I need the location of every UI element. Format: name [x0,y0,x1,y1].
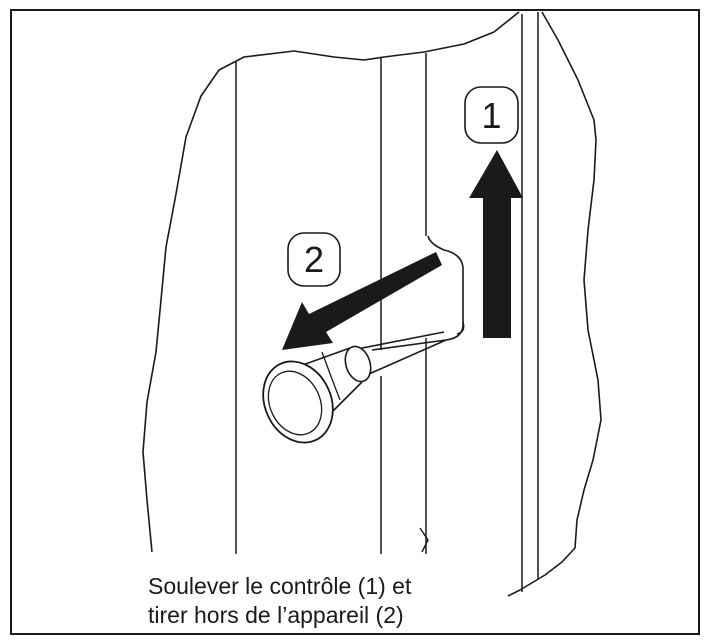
control-shaft [351,331,447,379]
caption-line-2: tirer hors de l’appareil (2) [148,602,404,628]
housing-detail [456,321,465,335]
step-1-badge [464,86,519,144]
caption-line-1: Soulever le contrôle (1) et [148,573,412,599]
bracket-detail [419,527,429,553]
pull-arrow [282,252,442,350]
step-2-badge [287,232,341,287]
knob-collar [344,345,372,383]
control-housing [371,235,464,351]
step-2-label: 2 [304,239,324,280]
appliance-right-edge [507,11,602,597]
knob-neck-shade [321,351,341,401]
knob-inner-ring [267,370,323,436]
lift-arrow [469,150,523,338]
diagram-frame [10,9,700,635]
appliance-panel-outline [142,11,520,553]
control-knob [262,360,334,444]
step-1-label: 1 [481,95,501,136]
